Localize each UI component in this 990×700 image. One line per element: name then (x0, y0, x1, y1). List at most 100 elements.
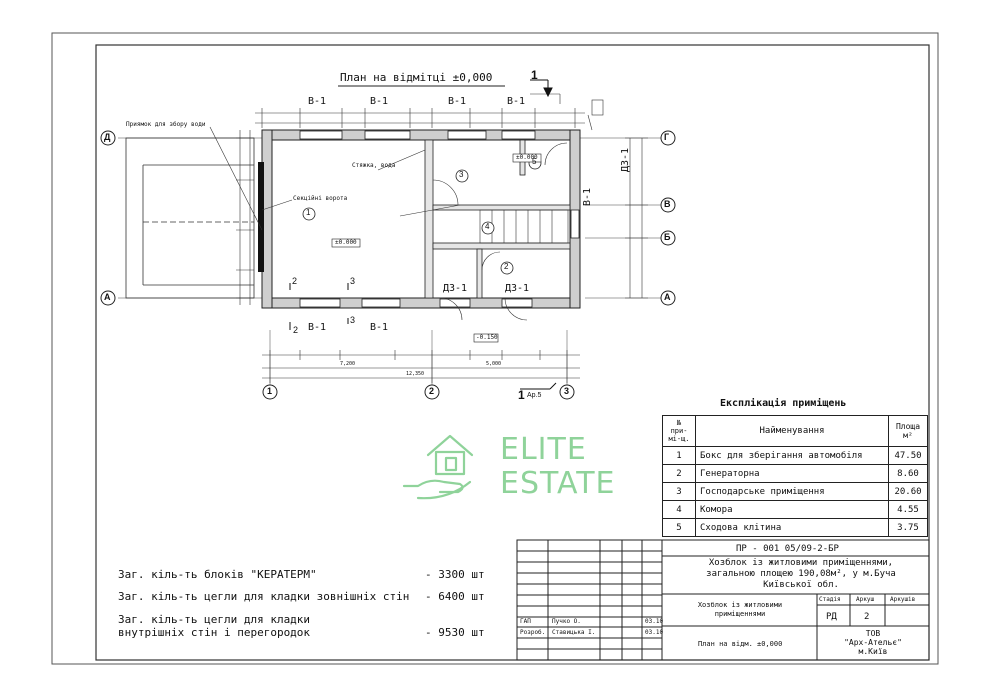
garage-door (258, 162, 264, 272)
dimension-lines-bottom (262, 350, 580, 383)
section-cut-label: 2 (292, 276, 298, 286)
section-cut-label: 2 (293, 325, 299, 335)
axis-label-a-left: А (104, 292, 111, 302)
section-arrows (289, 79, 557, 390)
row-area: 47.50 (888, 446, 928, 465)
title-block-grid (516, 539, 930, 661)
object-name-line: приміщеннями (714, 610, 766, 618)
callout-label: Приямок для збору води (126, 121, 206, 128)
sheet-value: 2 (864, 612, 870, 622)
object-name: Хозблок із житловими приміщеннями (665, 601, 815, 619)
axis-bubbles (100, 130, 676, 400)
elevation-label: -0.150 (476, 334, 498, 341)
row-num: 3 (662, 482, 696, 501)
doc-code: ПР - 001 05/09-2-БР (736, 544, 839, 554)
vent-mark (591, 99, 604, 116)
door-mark: ДЗ-1 (505, 283, 530, 294)
header-area: Площа м² (888, 415, 928, 447)
company-block: ТОВ "Арх-Ательє" м.Київ (819, 629, 927, 656)
signer-role: ГАП (520, 618, 531, 625)
plan-title: План на відмітці ±0,000 (340, 71, 493, 84)
section-cut-label: 3 (350, 315, 356, 325)
qty-value: - 3300 шт (425, 568, 485, 581)
elevation-boxes (331, 153, 542, 343)
explication-table: № при-мі-щ. Найменування Площа м² 1 Бокс… (662, 415, 928, 537)
row-num: 2 (662, 464, 696, 483)
window-mark: В-1 (507, 96, 526, 107)
company-line: ТОВ (865, 629, 881, 638)
project-desc-line: загальною площею 190,08м², у м.Буча (706, 569, 896, 579)
table-row: 3 Господарське приміщення 20.60 (662, 482, 928, 501)
row-num: 5 (662, 518, 696, 537)
row-area: 20.60 (888, 482, 928, 501)
leader-lines (209, 93, 593, 231)
row-name: Генераторна (695, 464, 889, 483)
axis-label-2: 2 (429, 386, 435, 396)
room-number: 4 (485, 222, 490, 231)
dimension-lines-left (236, 130, 254, 305)
stage-value: РД (826, 612, 837, 622)
signer-name: Пучко О. (552, 618, 581, 625)
row-num: 4 (662, 500, 696, 519)
house-hand-logo-icon (402, 434, 474, 500)
dimension-value: 7,200 (340, 361, 356, 367)
section-mark-top: 1 (531, 68, 538, 82)
logo-line1: ELITE (500, 432, 587, 467)
project-description: Хозблок із житловими приміщеннями, загал… (676, 558, 926, 591)
table-row: 5 Сходова клітина 3.75 (662, 518, 928, 537)
sheets-header: Аркушів (890, 596, 916, 603)
room-markers (302, 156, 542, 275)
logo-line2: ESTATE (500, 466, 616, 501)
window-mark: В-1 (448, 96, 467, 107)
door-mark: ДЗ-1 (620, 147, 631, 172)
qty-value: - 9530 шт (425, 626, 485, 639)
signer-date: 03.10 (645, 629, 664, 636)
qty-label: Заг. кіль-ть цегли для кладки (118, 613, 311, 626)
company-line: м.Київ (858, 647, 888, 656)
interior-walls (424, 139, 571, 299)
window-mark: В-1 (308, 96, 327, 107)
axis-label-1: 1 (267, 386, 273, 396)
axis-label-d: Д (104, 132, 111, 142)
staircase (479, 209, 569, 244)
object-name-line: Хозблок із житловими (697, 601, 783, 609)
row-name: Комора (695, 500, 889, 519)
row-area: 8.60 (888, 464, 928, 483)
elevation-label: ±0.000 (516, 154, 538, 161)
room-number: 5 (532, 157, 537, 166)
table-row: 2 Генераторна 8.60 (662, 464, 928, 483)
window-mark: В-1 (370, 96, 389, 107)
window-right (570, 209, 580, 239)
door-mark: ДЗ-1 (443, 283, 468, 294)
axis-label-v: В (664, 199, 671, 209)
qty-value: - 6400 шт (425, 590, 485, 603)
room-number: 1 (306, 208, 311, 217)
row-name: Бокс для зберігання автомобіля (695, 446, 889, 465)
signer-date: 03.10 (645, 618, 664, 625)
company-line: "Арх-Ательє" (844, 638, 902, 647)
drawing-name: План на відм. ±0,000 (698, 640, 783, 648)
signer-name: Ставицька І. (552, 629, 596, 636)
door-swings (432, 142, 568, 321)
row-name: Господарське приміщення (695, 482, 889, 501)
qty-label: Заг. кіль-ть цегли для кладки зовнішніх … (118, 590, 410, 603)
driveway-outline (125, 137, 255, 299)
section-sheet-ref: Ар.5 (527, 392, 542, 399)
explication-header-row: № при-мі-щ. Найменування Площа м² (662, 415, 928, 447)
sheet-header: Аркуш (856, 596, 875, 603)
inner-frame (95, 44, 930, 661)
table-row: 1 Бокс для зберігання автомобіля 47.50 (662, 446, 928, 465)
row-area: 3.75 (888, 518, 928, 537)
room-number: 3 (459, 170, 464, 179)
row-area: 4.55 (888, 500, 928, 519)
callout-label: Секційні ворота (293, 195, 348, 202)
elevation-label: ±0.000 (335, 239, 357, 246)
project-desc-line: Київської обл. (763, 580, 839, 590)
callout-label: Стяжка, вода (352, 162, 396, 169)
axis-label-g: Г (664, 132, 670, 142)
section-mark-bottom: 1 (518, 388, 525, 402)
windows-bottom (299, 298, 533, 308)
signer-role: Розроб. (520, 629, 546, 636)
